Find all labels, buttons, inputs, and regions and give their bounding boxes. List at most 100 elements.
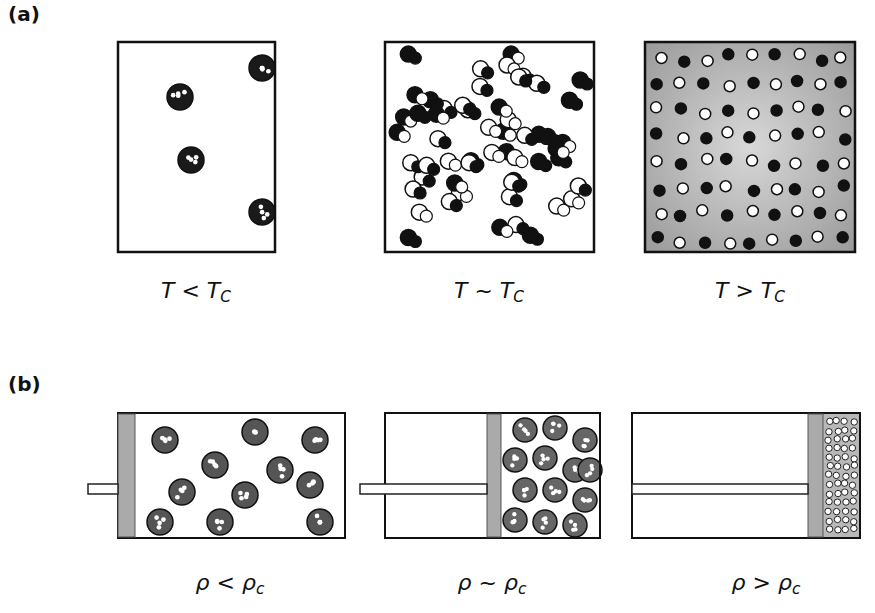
particle [849,482,855,488]
particle [581,444,585,448]
particle [439,137,451,149]
particle [767,234,778,245]
particle [513,478,537,502]
piston-rod [88,484,118,494]
particle [842,454,848,460]
particle [826,526,832,532]
particle [841,418,847,424]
particle [793,101,804,112]
particle [834,463,840,469]
particle [512,520,516,524]
particle [675,211,686,222]
particle [792,76,803,87]
particle [747,155,758,166]
particle [428,163,440,175]
particle [531,233,543,245]
particle [551,422,555,426]
particle [770,79,781,90]
particle [826,498,832,504]
particle [545,457,549,461]
particle [239,496,244,501]
particle [842,427,848,433]
particle [513,180,525,192]
particle [549,486,553,490]
particle [167,84,193,110]
particle [302,427,328,453]
particle [318,520,323,525]
particle [581,78,593,90]
particle [720,181,731,192]
particle [825,471,831,477]
particle [747,206,758,217]
particle [481,84,493,96]
particle [769,209,780,220]
particle [834,499,840,505]
particle [747,49,758,60]
particle [841,480,847,486]
particle [722,210,733,221]
particle [557,146,569,158]
particle [522,493,526,497]
particle [722,127,733,138]
particle [851,456,857,462]
particle [154,515,159,520]
condition-label: ρ < ρc [196,570,265,598]
particle [842,508,848,514]
particle [840,106,851,117]
particle [769,160,780,171]
particle [544,521,548,525]
particle [833,508,839,514]
particle [543,416,567,440]
particle [178,147,204,173]
particle [838,158,849,169]
particle [147,509,173,535]
particle [812,104,823,115]
particle [573,197,585,209]
box-frame [385,42,594,252]
particle [701,183,712,194]
particle [843,464,849,470]
particle [510,463,514,467]
particle [414,187,426,199]
particle [297,472,323,498]
particle [835,490,841,496]
particle [540,160,552,172]
particle [180,489,185,494]
particle [315,514,320,519]
particle [723,105,734,116]
particle [260,210,265,215]
particle [725,238,736,249]
particle [419,111,431,123]
particle [585,473,589,477]
particle [835,210,846,221]
particle [582,498,586,502]
particle [533,510,557,534]
cylinder [385,413,600,538]
particle [437,112,449,124]
particle [748,108,759,119]
particle [724,81,735,92]
particle [186,155,191,160]
particle [238,491,243,496]
particle [674,237,685,248]
particle [501,225,513,237]
particle [543,516,547,520]
particle [538,81,550,93]
particle [265,212,270,217]
particle [543,478,567,502]
particle [826,518,832,524]
particle [835,428,841,434]
particle [840,134,851,145]
particle [851,509,857,515]
particle [825,508,831,514]
particle [456,181,468,193]
particle [252,430,257,435]
particle [656,209,667,220]
particle [509,118,521,130]
piston-rod [632,484,808,494]
particle [310,481,315,486]
particle [318,520,323,525]
particle [307,509,333,535]
particle [582,444,586,448]
particle [464,103,476,115]
